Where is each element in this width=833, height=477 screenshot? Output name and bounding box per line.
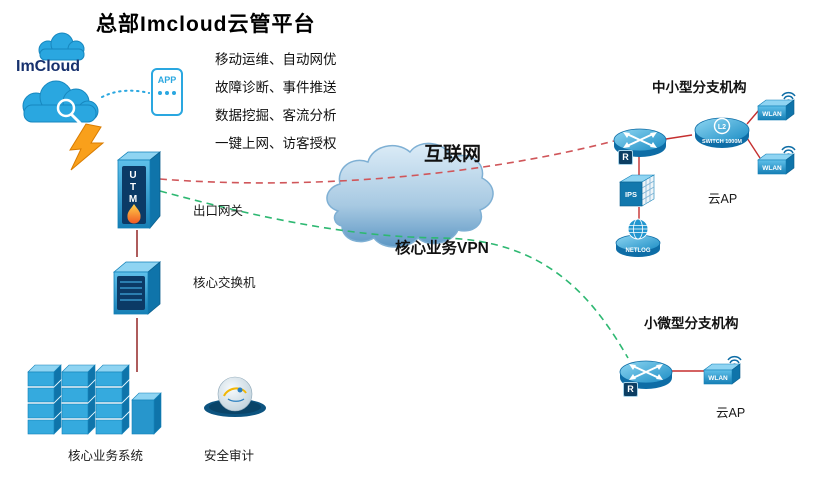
feature-list: 移动运维、自动网优 故障诊断、事件推送 数据挖掘、客流分析 一键上网、访客授权 bbox=[215, 46, 337, 158]
security-audit-device bbox=[204, 376, 266, 417]
netlog-device: NETLOG bbox=[615, 218, 661, 257]
utm-caption: 出口网关 bbox=[193, 204, 244, 218]
core-switch-caption: 核心交换机 bbox=[193, 276, 256, 290]
wlan-ap-device: WLAN bbox=[757, 145, 796, 175]
flame-icon bbox=[127, 204, 141, 224]
router-l2-link bbox=[665, 134, 693, 140]
imcloud-big-cloud-icon bbox=[22, 80, 99, 126]
imcloud-small-cloud-icon bbox=[38, 32, 85, 61]
lightning-icon bbox=[69, 123, 105, 171]
internet-cloud-shape bbox=[326, 142, 494, 248]
switch-caption: SWITCH 1000M bbox=[702, 139, 742, 145]
l2-label: L2 bbox=[718, 124, 726, 131]
imcloud-label: ImCloud bbox=[16, 58, 80, 75]
core-switch-device bbox=[112, 261, 162, 315]
app-phone-icon: APP bbox=[151, 68, 183, 116]
wlan-label: WLAN bbox=[708, 375, 728, 382]
page-title: 总部Imcloud云管平台 bbox=[96, 13, 316, 36]
audit-swoosh-icon bbox=[223, 387, 247, 397]
ips-label: IPS bbox=[625, 190, 637, 199]
dome-icon bbox=[217, 376, 253, 412]
internet-cloud bbox=[326, 142, 494, 248]
wlan-label: WLAN bbox=[762, 165, 782, 172]
magnifier-icon bbox=[56, 98, 76, 118]
utm-letter: U bbox=[129, 170, 137, 181]
app-signal-dots bbox=[153, 91, 181, 95]
cloud-ap-caption: 云AP bbox=[708, 192, 738, 206]
router-arrows-icon bbox=[632, 365, 660, 379]
wlan-label: WLAN bbox=[762, 111, 782, 118]
ips-grid-icon bbox=[641, 178, 655, 204]
utm-device bbox=[116, 151, 162, 230]
ips-device: IPS bbox=[618, 174, 656, 207]
l2-wlan2-link bbox=[746, 137, 761, 159]
router-medium-device bbox=[613, 128, 667, 157]
servers-caption: 核心业务系统 bbox=[68, 449, 144, 463]
feature-item: 故障诊断、事件推送 bbox=[215, 80, 337, 95]
feature-item: 移动运维、自动网优 bbox=[215, 52, 337, 67]
netlog-label: NETLOG bbox=[626, 248, 651, 254]
router-arrows-icon bbox=[626, 133, 654, 147]
utm-letter: M bbox=[128, 194, 138, 205]
l2-circle-icon bbox=[713, 117, 731, 135]
branch-small-title: 小微型分支机构 bbox=[644, 316, 739, 331]
utm-letter: T bbox=[129, 182, 137, 193]
branch-medium-title: 中小型分支机构 bbox=[652, 80, 747, 95]
router-badge: R bbox=[618, 150, 633, 165]
wifi-icon bbox=[781, 145, 796, 154]
vpn-dashed-line bbox=[159, 190, 629, 359]
wifi-icon bbox=[727, 355, 742, 364]
wlan-ap-device: WLAN bbox=[703, 355, 742, 385]
wlan-ap-device: WLAN bbox=[757, 91, 796, 121]
cloud-app-dotted-link bbox=[101, 89, 150, 98]
cloud-ap-caption: 云AP bbox=[716, 406, 746, 420]
audit-caption: 安全审计 bbox=[204, 449, 255, 463]
utm-letters: U T M bbox=[126, 170, 140, 206]
wifi-icon bbox=[781, 91, 796, 100]
server-stack-device bbox=[27, 364, 162, 435]
app-label: APP bbox=[157, 75, 177, 85]
feature-item: 一键上网、访客授权 bbox=[215, 136, 337, 151]
l2-switch-device: L2 SWITCH 1000M bbox=[694, 117, 750, 148]
magnifier-handle bbox=[70, 113, 83, 126]
internet-label: 互联网 bbox=[424, 144, 482, 165]
feature-item: 数据挖掘、客流分析 bbox=[215, 108, 337, 123]
l2-wlan1-link bbox=[746, 109, 760, 125]
vpn-label: 核心业务VPN bbox=[395, 240, 489, 257]
router-badge: R bbox=[623, 382, 638, 397]
globe-icon bbox=[627, 218, 649, 240]
